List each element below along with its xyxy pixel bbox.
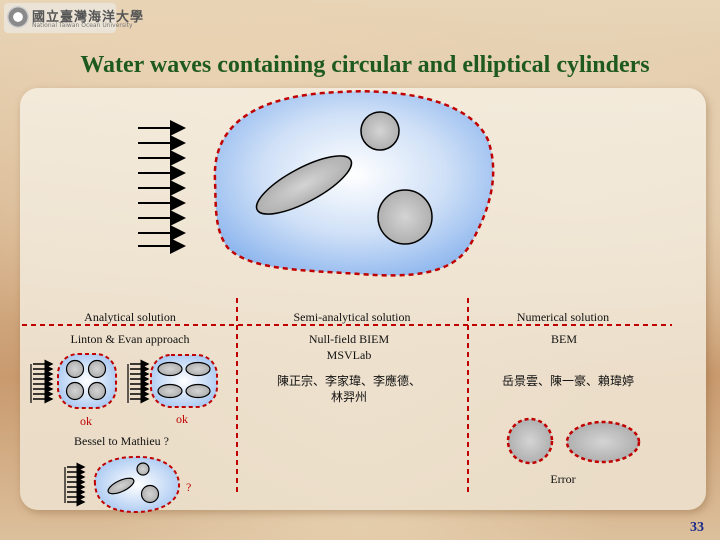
- large-circular-cylinder: [377, 189, 433, 245]
- main-fluid-domain: [213, 90, 495, 277]
- logo-name: 國立臺灣海洋大學: [32, 10, 145, 25]
- logo-subtitle: National Taiwan Ocean University: [32, 22, 133, 29]
- incident-wave-arrows: [138, 120, 186, 254]
- ok-label-right: ok: [176, 412, 188, 426]
- logo-emblem-icon: [7, 6, 29, 28]
- analytical-header: Analytical solution: [84, 310, 176, 324]
- circular-array-example: [30, 353, 117, 409]
- question-mark: ?: [186, 480, 192, 494]
- ok-label-left: ok: [80, 414, 92, 428]
- elliptical-array-example: [127, 354, 218, 408]
- error-label: Error: [550, 472, 576, 486]
- semi-authors-line1: 陳正宗、李家瑋、李應德、: [276, 374, 421, 388]
- semi-lab: MSVLab: [326, 348, 372, 362]
- semi-authors-line2: 林羿州: [330, 390, 367, 404]
- elliptical-cylinder: [255, 155, 353, 215]
- bessel-mathieu-example: [64, 455, 181, 514]
- university-logo: 國立臺灣海洋大學 National Taiwan Ocean Universit…: [4, 3, 143, 33]
- page-number: 33: [690, 520, 704, 535]
- numerical-authors: 岳景雲、陳一豪、賴瑋婷: [501, 374, 634, 388]
- semi-analytical-header: Semi-analytical solution: [293, 310, 411, 324]
- semi-method: Null-field BIEM: [308, 332, 390, 346]
- numerical-method: BEM: [550, 332, 577, 346]
- numerical-error-example: [506, 417, 641, 465]
- analytical-method: Linton & Evan approach: [70, 332, 190, 346]
- numerical-header: Numerical solution: [516, 310, 610, 324]
- small-circular-cylinder: [360, 111, 400, 151]
- slide-title: Water waves containing circular and elli…: [80, 52, 650, 78]
- bessel-mathieu-label: Bessel to Mathieu ?: [74, 434, 169, 448]
